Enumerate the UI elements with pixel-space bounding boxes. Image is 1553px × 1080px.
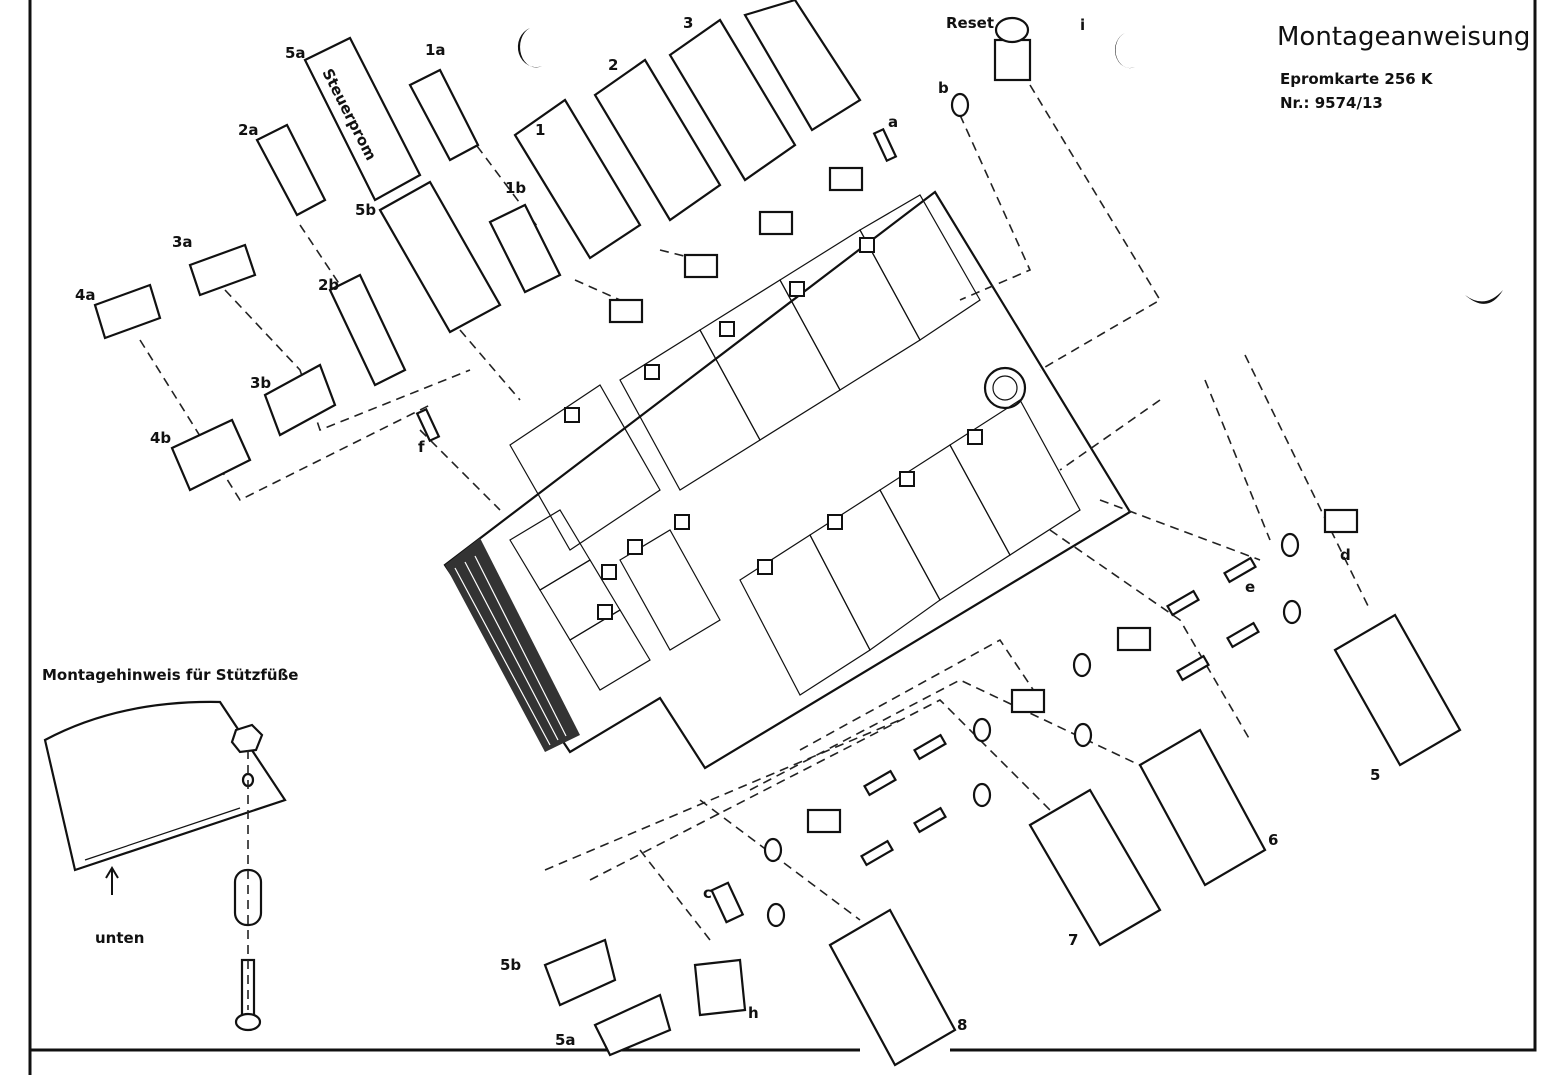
svg-text:5a: 5a <box>285 44 306 62</box>
svg-text:c: c <box>703 884 712 902</box>
socket-1b <box>488 203 562 294</box>
svg-text:1: 1 <box>535 121 545 139</box>
svg-text:1a: 1a <box>425 41 446 59</box>
chip-1a <box>408 68 480 162</box>
socket-2 <box>593 58 722 222</box>
socket-5b <box>378 180 502 334</box>
svg-text:4b: 4b <box>150 429 171 447</box>
svg-text:2: 2 <box>608 56 618 74</box>
switch-h <box>693 958 747 1017</box>
hint-title: Montagehinweis für Stützfüße <box>42 666 298 684</box>
svg-text:5a: 5a <box>555 1031 576 1049</box>
svg-text:2b: 2b <box>318 276 339 294</box>
capacitors-b <box>763 92 1302 928</box>
socket-6 <box>1138 728 1267 887</box>
reset-label: Reset <box>946 14 994 32</box>
socket-3 <box>668 18 797 182</box>
registration-mark <box>1114 33 1135 69</box>
socket-7 <box>1028 788 1162 947</box>
svg-text:5b: 5b <box>500 956 521 974</box>
capacitors-d <box>608 166 1359 834</box>
svg-text:8: 8 <box>957 1016 967 1034</box>
svg-text:i: i <box>1080 16 1085 34</box>
socket-5 <box>1333 613 1462 767</box>
frame-border <box>28 0 1537 1075</box>
edge-connector <box>445 538 580 752</box>
svg-text:f: f <box>418 438 425 456</box>
resistor-a <box>872 127 898 163</box>
assembly-guide-lines <box>139 84 1371 941</box>
diagram-title: Montageanweisung <box>1277 22 1530 52</box>
socket-4b <box>170 418 252 492</box>
part-labels: Reset i 1 2 3 5a 1a 2a 5b 1b 3a 4a 2b 3b… <box>75 14 1380 1049</box>
svg-text:4a: 4a <box>75 286 96 304</box>
card-number: Nr.: 9574/13 <box>1280 94 1383 112</box>
svg-text:3a: 3a <box>172 233 193 251</box>
resistor-f <box>415 407 441 443</box>
svg-text:5: 5 <box>1370 766 1380 784</box>
hint-bottom-label: unten <box>95 929 144 947</box>
chip-3a <box>188 243 257 297</box>
socket-4 <box>743 0 862 132</box>
svg-text:b: b <box>938 79 949 97</box>
svg-text:d: d <box>1340 546 1351 564</box>
svg-text:e: e <box>1245 578 1255 596</box>
pcb-board <box>443 190 1132 770</box>
registration-mark <box>517 28 542 68</box>
reset-button-part <box>993 16 1032 82</box>
svg-text:2a: 2a <box>238 121 259 139</box>
chip-4a <box>93 283 162 340</box>
socket-3b <box>263 363 337 437</box>
svg-text:3b: 3b <box>250 374 271 392</box>
chip-steuerprom: Steuerprom <box>303 36 422 202</box>
svg-text:5b: 5b <box>355 201 376 219</box>
chip-5a-bottom <box>593 993 672 1057</box>
registration-mark <box>1465 290 1503 304</box>
socket-2b <box>328 273 407 387</box>
svg-text:3: 3 <box>683 14 693 32</box>
svg-text:6: 6 <box>1268 831 1278 849</box>
support-foot-hint: Montagehinweis für Stützfüße unten <box>42 666 298 1032</box>
socket-8 <box>828 908 957 1067</box>
chip-2a <box>255 123 327 217</box>
socket-5b-bottom <box>543 938 617 1007</box>
socket-1 <box>513 98 642 260</box>
card-name: Epromkarte 256 K <box>1280 70 1434 88</box>
svg-text:a: a <box>888 113 898 131</box>
svg-text:h: h <box>748 1004 759 1022</box>
crystal-c <box>710 881 745 924</box>
svg-text:1b: 1b <box>505 179 526 197</box>
resistors-e <box>860 556 1260 867</box>
svg-text:7: 7 <box>1068 931 1078 949</box>
